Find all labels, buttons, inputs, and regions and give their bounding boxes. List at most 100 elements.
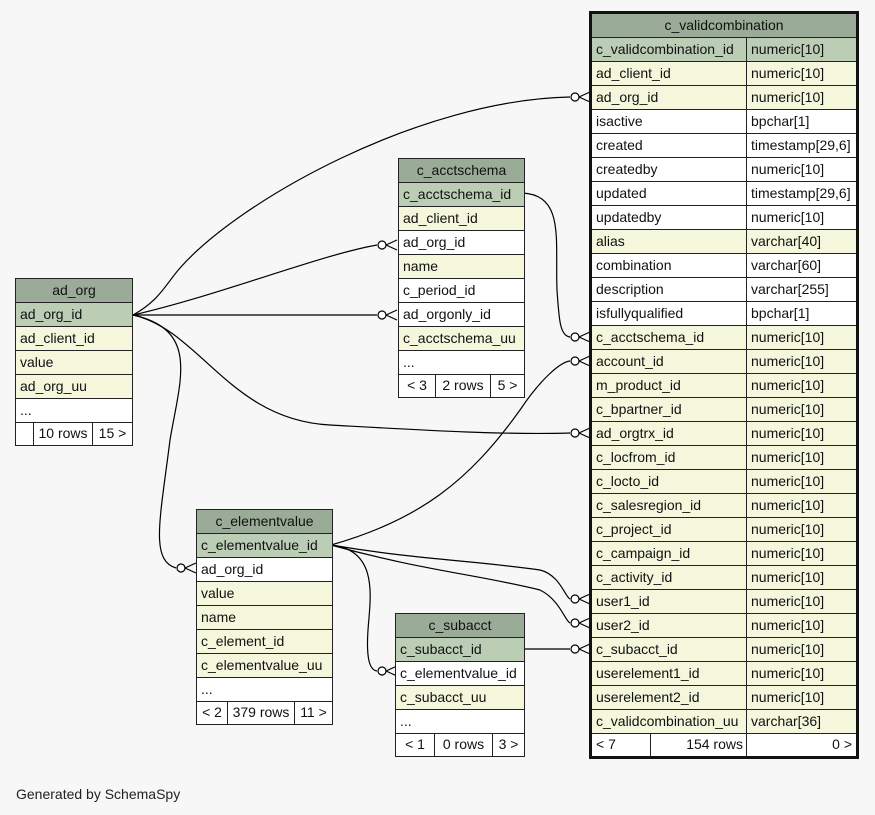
parents-link[interactable]: < 3: [407, 377, 427, 393]
column-row[interactable]: ...: [399, 351, 524, 375]
column-row[interactable]: ...: [16, 399, 132, 423]
column-name: ...: [403, 354, 415, 370]
column-row[interactable]: c_elementvalue_id: [197, 534, 332, 558]
parents-link[interactable]: < 1: [405, 736, 425, 752]
column-name: c_elementvalue_id: [201, 537, 318, 553]
column-name: ad_client_id: [403, 210, 478, 226]
children-link[interactable]: 0 >: [746, 734, 856, 756]
edge-end-circle: [570, 594, 580, 604]
column-row[interactable]: c_elementvalue_uu: [197, 654, 332, 678]
column-name: ad_org_id: [403, 234, 466, 250]
edge-ad-org-to-acctschema-ad-org-id: [132, 244, 378, 316]
column-row[interactable]: ad_client_id: [399, 207, 524, 231]
children-link[interactable]: 3 >: [492, 734, 524, 756]
column-name: c_acctschema_id: [403, 186, 512, 202]
column-row[interactable]: ...: [197, 678, 332, 702]
column-row[interactable]: ad_orgonly_id: [399, 303, 524, 327]
column-type: varchar[255]: [746, 278, 856, 301]
column-row[interactable]: c_elementvalue_id: [396, 662, 524, 686]
table-title: c_validcombination: [592, 14, 856, 38]
column-row[interactable]: c_acctschema_id: [399, 183, 524, 207]
row-count: 154 rows: [650, 734, 746, 756]
column-name: c_activity_id: [596, 569, 673, 585]
column-type: numeric[10]: [746, 494, 856, 517]
column-row[interactable]: value: [197, 582, 332, 606]
column-type: varchar[60]: [746, 254, 856, 277]
column-name: c_salesregion_id: [596, 497, 702, 513]
column-row[interactable]: ad_org_id: [16, 303, 132, 327]
crowfoot: [578, 331, 591, 343]
column-type: numeric[10]: [746, 638, 856, 661]
column-row[interactable]: ad_client_id: [16, 327, 132, 351]
children-link[interactable]: 15 >: [92, 423, 132, 445]
column-name: updatedby: [596, 209, 662, 225]
column-name: ad_orgtrx_id: [596, 425, 674, 441]
column-row[interactable]: ad_org_id: [197, 558, 332, 582]
column-row[interactable]: ad_org_uu: [16, 375, 132, 399]
column-row[interactable]: name: [399, 255, 524, 279]
edge-ad-org-to-elementvalue-ad-org-id: [132, 314, 182, 569]
column-name: account_id: [596, 353, 664, 369]
column-row[interactable]: ad_orgtrx_id numeric[10]: [592, 422, 856, 446]
column-type: numeric[10]: [746, 326, 856, 349]
column-row[interactable]: ...: [396, 710, 524, 734]
column-row[interactable]: c_element_id: [197, 630, 332, 654]
column-name: c_elementvalue_uu: [201, 657, 323, 673]
column-name: c_subacct_uu: [400, 689, 487, 705]
parents-link[interactable]: [16, 423, 33, 445]
parents-link[interactable]: < 7: [596, 736, 616, 752]
column-name: isfullyqualified: [596, 305, 684, 321]
children-link[interactable]: 5 >: [490, 375, 524, 397]
column-row[interactable]: c_subacct_uu: [396, 686, 524, 710]
column-type: numeric[10]: [746, 422, 856, 445]
column-name: updated: [596, 185, 647, 201]
column-row[interactable]: ad_org_id: [399, 231, 524, 255]
column-row[interactable]: name: [197, 606, 332, 630]
edge-ad-org-to-validcombination-ad-org-id: [132, 96, 571, 316]
column-row[interactable]: value: [16, 351, 132, 375]
parents-link[interactable]: < 2: [202, 704, 222, 720]
column-row[interactable]: c_subacct_id: [396, 638, 524, 662]
edge-end-circle: [377, 240, 387, 250]
column-row[interactable]: c_period_id: [399, 279, 524, 303]
column-name: c_subacct_id: [400, 641, 482, 657]
column-type: numeric[10]: [746, 542, 856, 565]
children-link[interactable]: 11 >: [294, 702, 332, 724]
column-row[interactable]: c_acctschema_uu: [399, 327, 524, 351]
column-name: ad_org_id: [201, 561, 264, 577]
column-row[interactable]: c_salesregion_id numeric[10]: [592, 494, 856, 518]
